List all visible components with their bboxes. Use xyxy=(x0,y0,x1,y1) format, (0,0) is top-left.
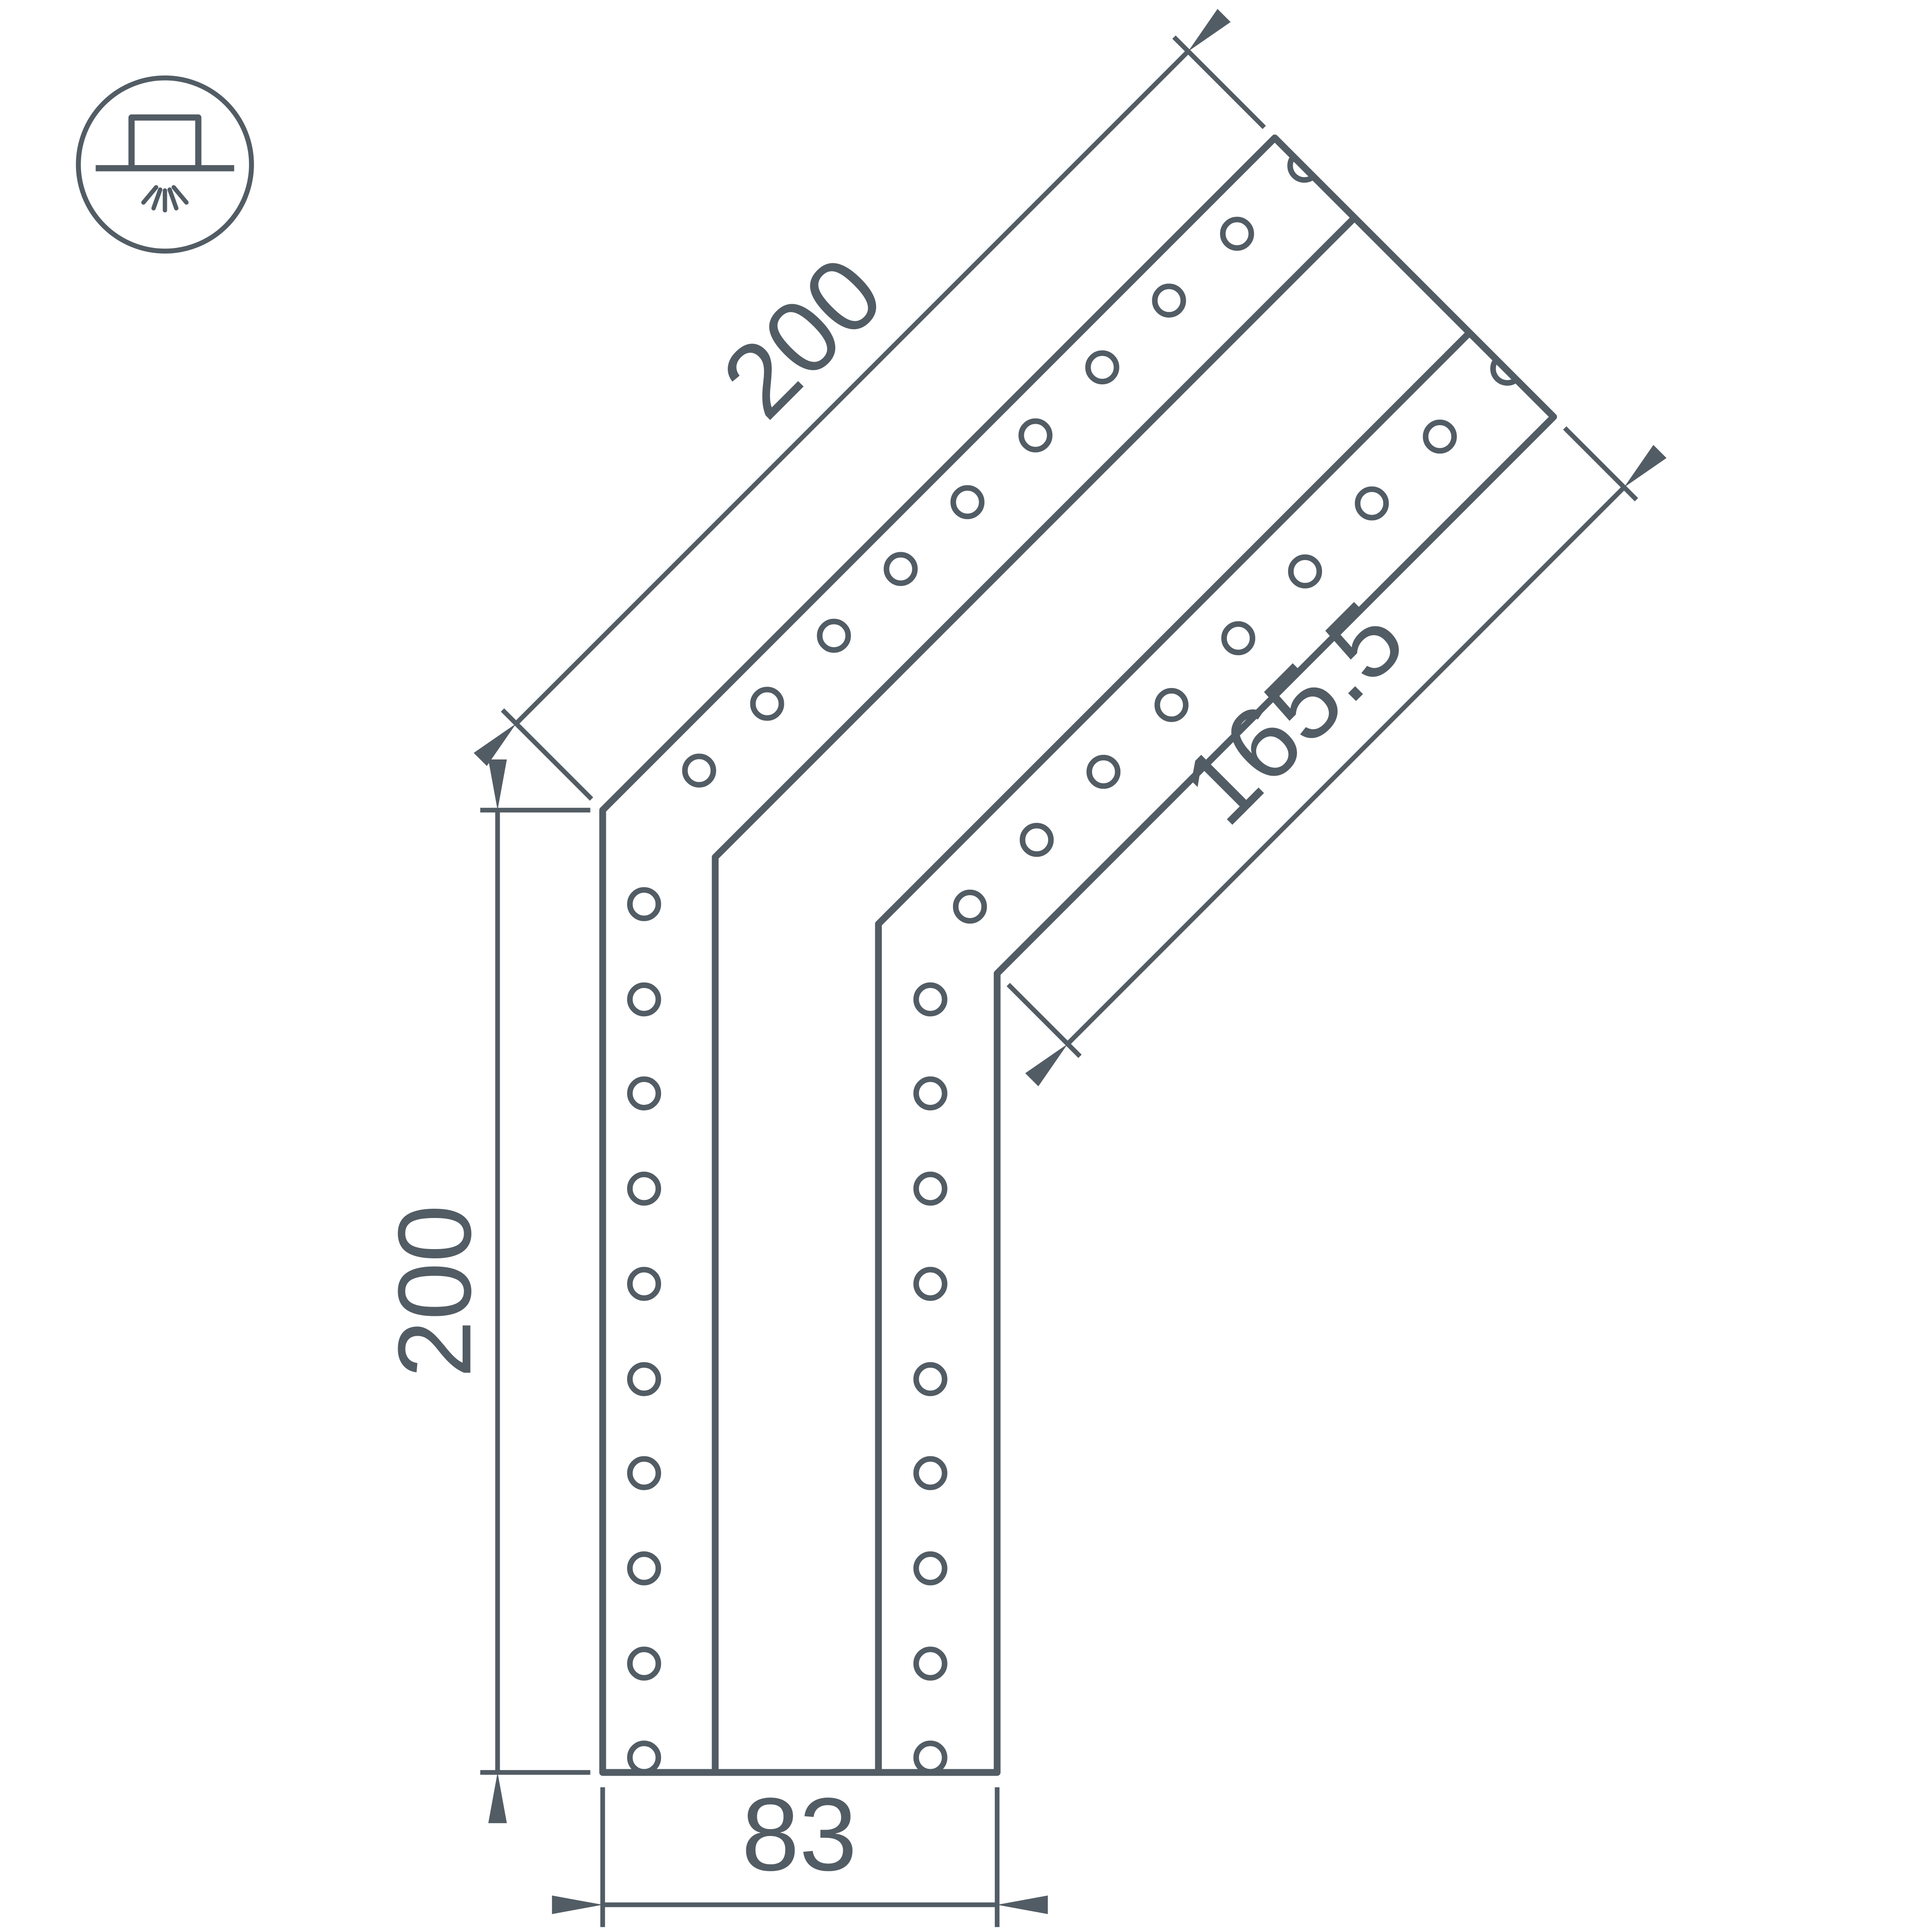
mounting-hole xyxy=(816,618,851,653)
mounting-hole xyxy=(627,1551,661,1586)
dimension-label-bottom: 83 xyxy=(741,1777,857,1893)
light-ray xyxy=(151,187,162,210)
mounting-hole xyxy=(913,1456,947,1490)
mounting-hole xyxy=(953,889,987,924)
dimension-label-right: 165.5 xyxy=(1160,580,1426,846)
mounting-hole xyxy=(883,552,918,586)
dimension-label-top: 200 xyxy=(700,235,904,440)
mounting-hole xyxy=(913,1172,947,1206)
mounting-hole xyxy=(913,1362,947,1396)
mounting-hole xyxy=(913,982,947,1017)
extension-line xyxy=(1006,982,1082,1058)
mounting-hole xyxy=(627,1456,661,1490)
mounting-hole xyxy=(1086,754,1120,789)
mounting-hole xyxy=(1018,418,1053,453)
light-ray xyxy=(141,185,159,205)
mounting-hole xyxy=(1019,823,1054,857)
mounting-hole xyxy=(627,1741,661,1775)
mounting-hole xyxy=(913,1646,947,1681)
mounting-hole xyxy=(627,1076,661,1110)
profile-channel-line-right xyxy=(875,330,1472,1773)
mounting-hole xyxy=(1220,217,1254,251)
mounting-hole xyxy=(1154,688,1188,722)
dimension-right-diagonal: 165.5 xyxy=(1006,426,1666,1087)
mounting-hole xyxy=(682,753,716,788)
end-half-hole-left xyxy=(1287,154,1315,183)
dimension-bottom-width: 83 xyxy=(552,1777,1048,1927)
dimension-label-left: 200 xyxy=(376,1205,492,1378)
mounting-hole xyxy=(1221,621,1255,656)
mounting-hole xyxy=(627,1362,661,1396)
mounting-hole xyxy=(913,1551,947,1586)
dimension-left-vertical: 200 xyxy=(376,759,591,1824)
light-ray xyxy=(171,185,189,205)
mounting-hole xyxy=(1085,350,1119,384)
mounting-hole xyxy=(1151,283,1186,318)
mounting-hole xyxy=(627,1172,661,1206)
light-ray xyxy=(167,187,178,210)
mounting-hole xyxy=(627,982,661,1017)
mounting-hole xyxy=(627,1267,661,1301)
mounting-hole xyxy=(913,1741,947,1775)
mounting-hole xyxy=(913,1267,947,1301)
icon-light-rays xyxy=(141,185,189,213)
dimension-line xyxy=(473,9,1231,766)
mounting-hole xyxy=(913,1076,947,1110)
profile-outline xyxy=(599,134,1557,1776)
mounting-hole xyxy=(1288,554,1322,589)
mount-type-icon xyxy=(76,75,254,254)
mounting-hole xyxy=(627,1646,661,1681)
mounting-hole xyxy=(1423,420,1457,454)
mounting-holes xyxy=(627,217,1457,1775)
icon-circle-border xyxy=(76,75,254,254)
end-half-hole-right xyxy=(1490,357,1518,386)
extension-line xyxy=(1563,426,1638,502)
mounting-hole xyxy=(950,485,985,519)
icon-profile-box xyxy=(128,114,202,172)
mounting-hole xyxy=(1354,486,1389,521)
mounting-hole xyxy=(627,887,661,921)
mounting-hole xyxy=(750,687,784,721)
dimension-line xyxy=(1025,445,1666,1087)
